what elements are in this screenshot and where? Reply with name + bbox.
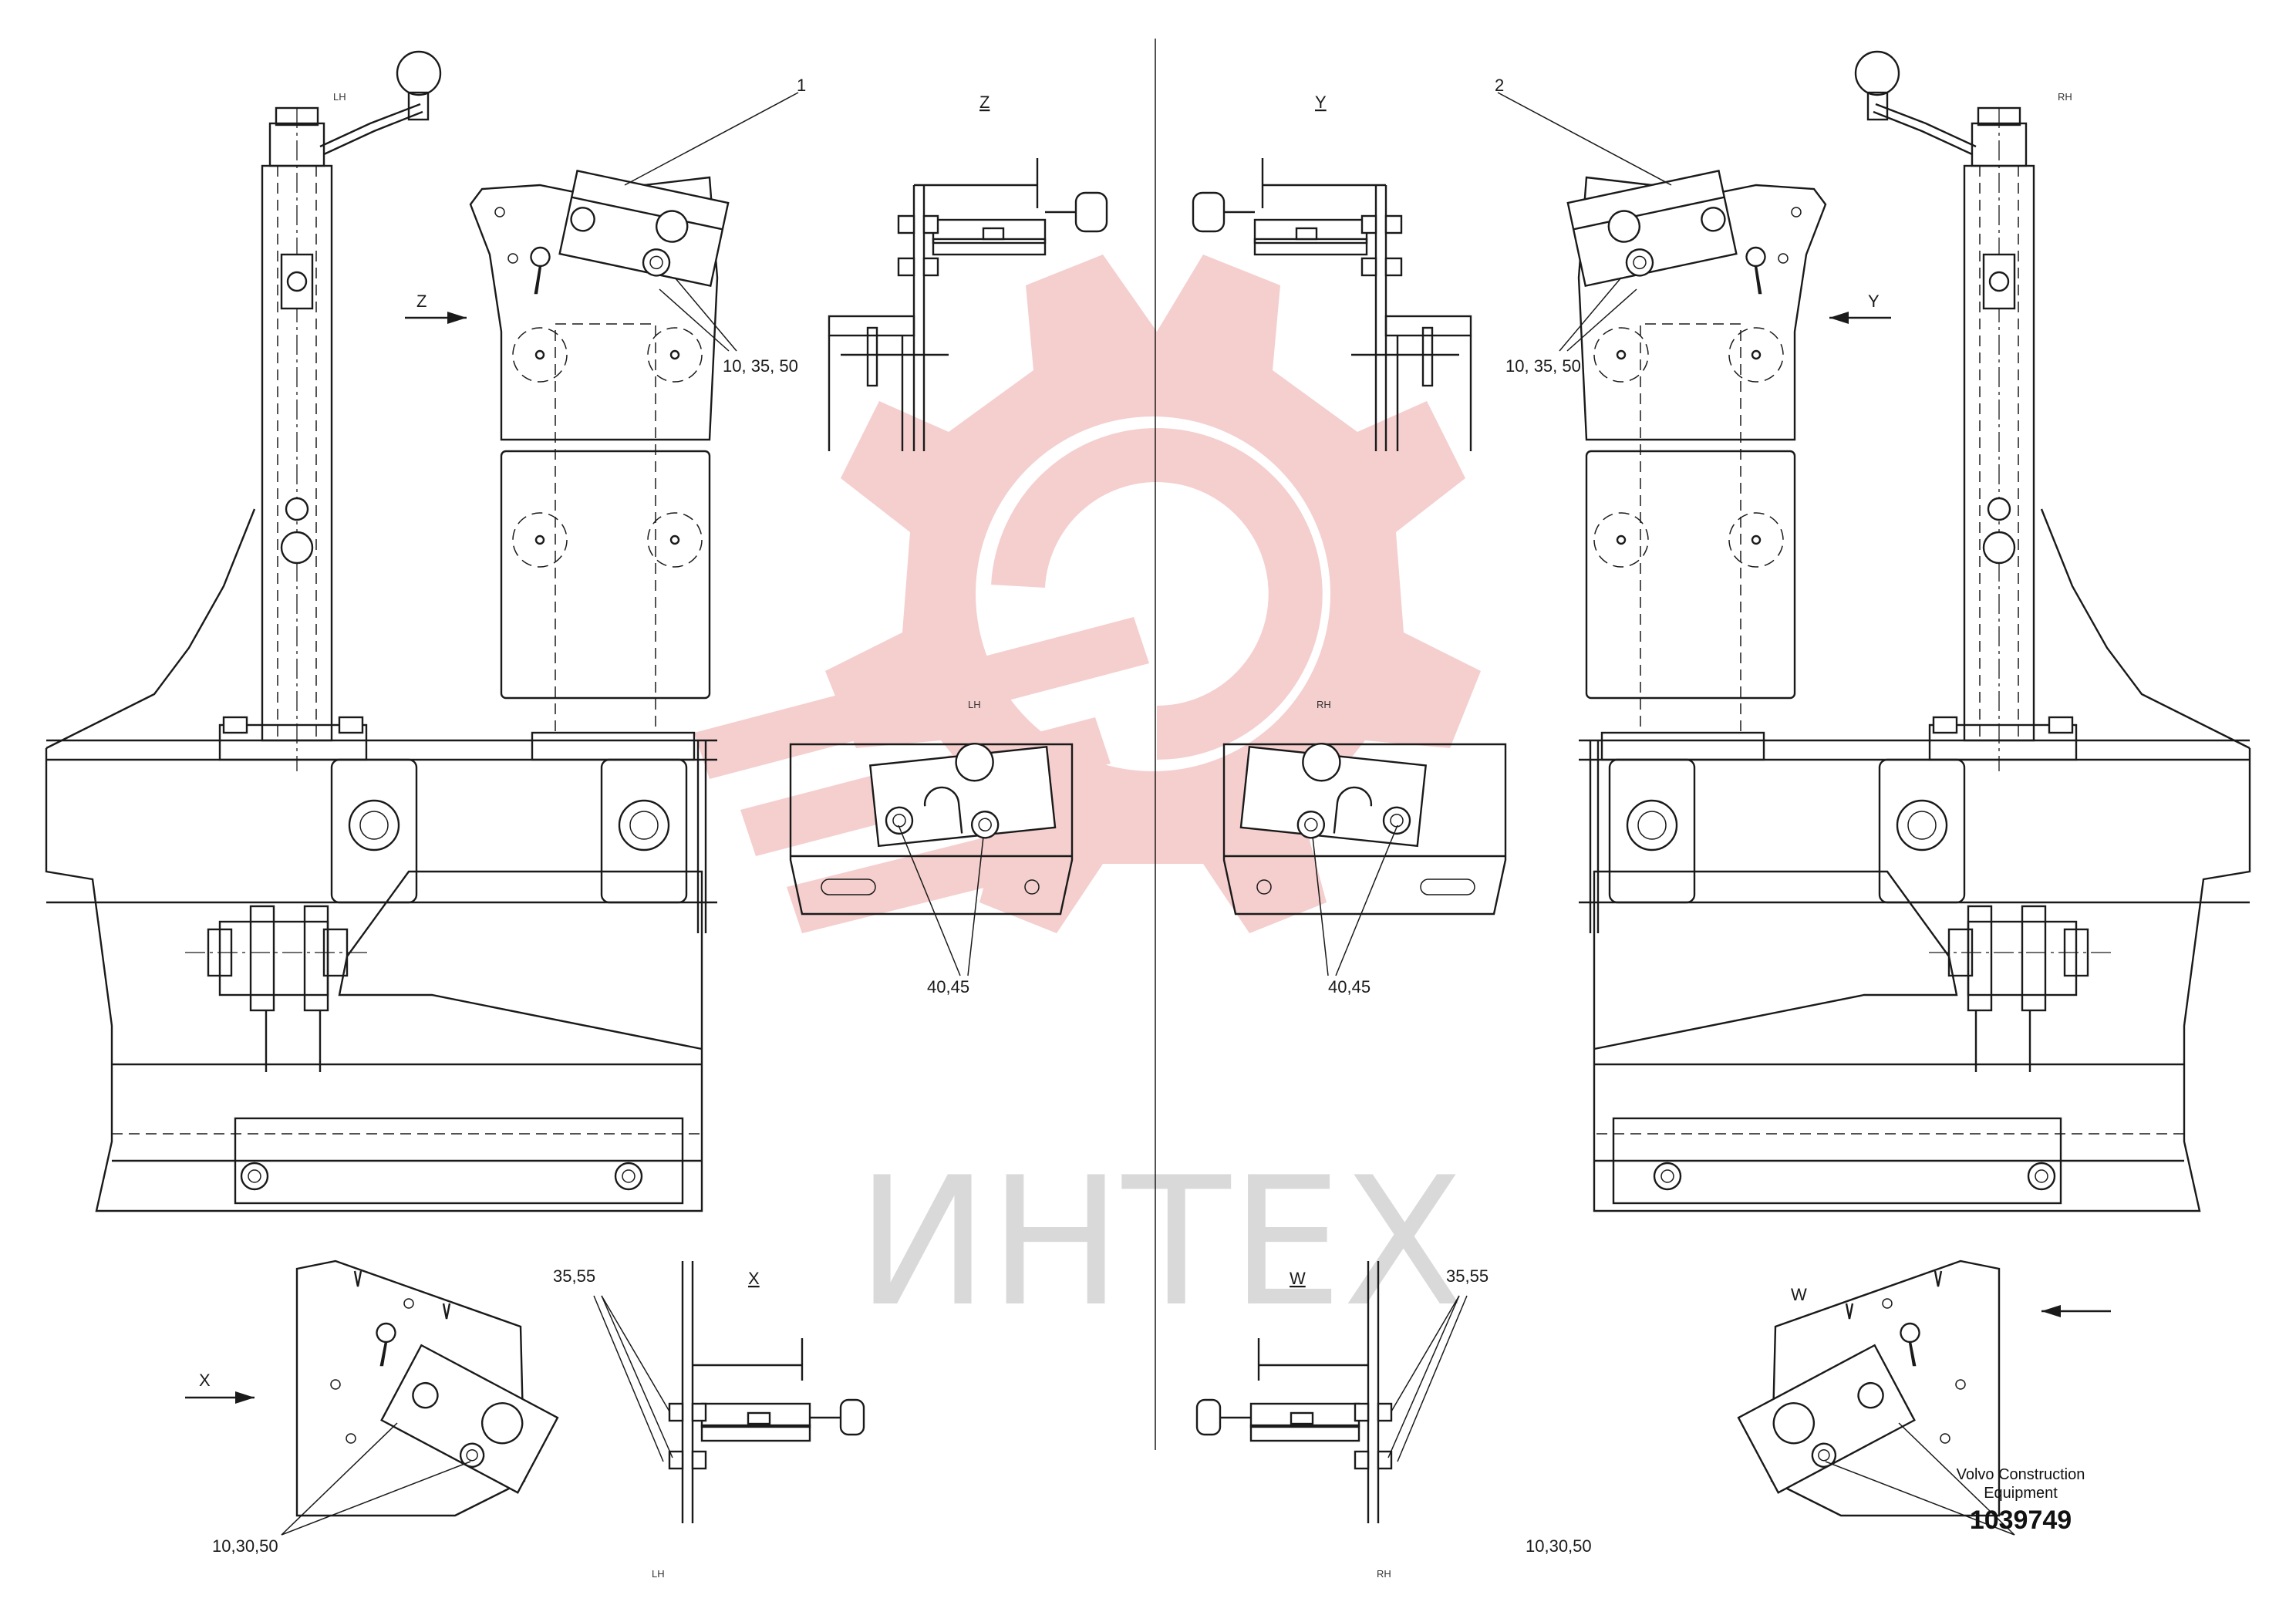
callout-item-2: 2	[1495, 76, 1504, 95]
arrow-w-label: W	[1791, 1285, 1807, 1304]
callout-35-55-right: 35,55	[1446, 1266, 1489, 1286]
callout-10-35-50-left: 10, 35, 50	[723, 356, 798, 376]
view-y-title: Y	[1315, 93, 1327, 112]
arrow-y-label: Y	[1868, 292, 1880, 311]
rh-label-center: RH	[1317, 699, 1331, 710]
callout-10-30-50-left: 10,30,50	[212, 1536, 278, 1556]
view-x-side-detail	[593, 1261, 865, 1523]
callout-10-35-50-right: 10, 35, 50	[1505, 356, 1581, 376]
view-x-title: X	[748, 1269, 760, 1288]
arrow-z-label: Z	[416, 292, 426, 311]
watermark-text: ИНТЕХ	[856, 1140, 1464, 1346]
view-w-side-detail	[1195, 1261, 1468, 1523]
rh-label-top: RH	[2058, 91, 2072, 103]
view-z-title: Z	[979, 93, 990, 112]
lh-switch-detail	[789, 743, 1074, 976]
arrow-x-label: X	[199, 1371, 211, 1390]
callout-35-55-left: 35,55	[553, 1266, 595, 1286]
lh-label-top: LH	[333, 91, 346, 103]
view-w-title: W	[1290, 1269, 1306, 1288]
callout-item-1: 1	[797, 76, 806, 95]
rh-bottom-bracket-detail	[1737, 1259, 2111, 1536]
lh-main-assembly	[45, 50, 799, 1212]
title-block: Volvo Construction Equipment 1039749	[1905, 1465, 2136, 1538]
view-y-side-detail	[1192, 158, 1472, 451]
rh-label-bottom: RH	[1377, 1568, 1391, 1580]
view-z-side-detail	[828, 158, 1108, 451]
lh-bottom-bracket-detail	[185, 1259, 559, 1536]
drawing-number: 1039749	[1969, 1506, 2072, 1535]
lh-label-bottom: LH	[652, 1568, 665, 1580]
rh-switch-detail	[1222, 743, 1507, 976]
lh-label-center: LH	[968, 699, 981, 710]
callout-40-45-left: 40,45	[927, 977, 969, 996]
company-name-line1: Volvo Construction	[1956, 1466, 2085, 1483]
rh-main-assembly	[1497, 50, 2251, 1212]
callout-40-45-right: 40,45	[1328, 977, 1371, 996]
company-name-line2: Equipment	[1984, 1485, 2058, 1502]
callout-10-30-50-right: 10,30,50	[1526, 1536, 1592, 1556]
